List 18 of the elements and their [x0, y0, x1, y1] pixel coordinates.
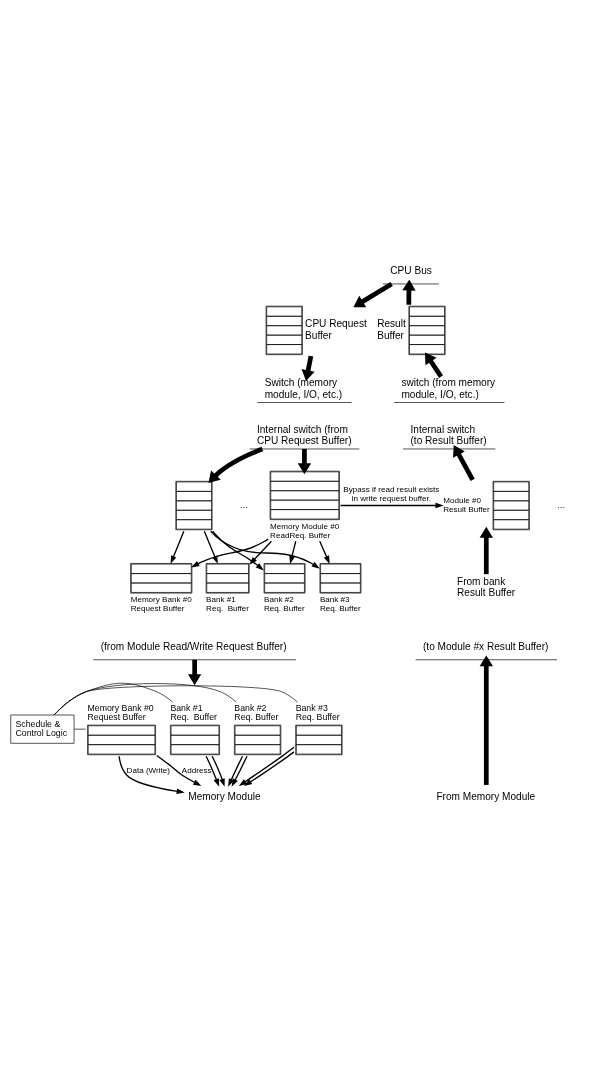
- node-text: CPU Bus: [390, 265, 432, 277]
- node-text: (to Module #x Result Buffer): [422, 641, 549, 653]
- node-label: Bank #1 Req. Buffer: [170, 702, 217, 722]
- node-label: CPU Request Buffer: [305, 318, 367, 341]
- node-text: From bank Result Buffer: [456, 576, 516, 599]
- node-text: switch (from memory module, I/O, etc.): [401, 377, 496, 400]
- node-text: From Memory Module: [436, 790, 536, 802]
- node-label: Bank #2 Req. Buffer: [234, 702, 279, 722]
- node-text: Memory Module: [188, 790, 261, 802]
- node-label: Result Buffer: [377, 318, 406, 341]
- label: …: [556, 499, 566, 510]
- label: …: [239, 499, 249, 510]
- node-text: Internal switch (to Result Buffer): [410, 423, 487, 447]
- node-text: Internal switch (from CPU Request Buffer): [256, 423, 352, 447]
- node-label: Bank #3 Req. Buffer: [295, 702, 340, 722]
- node-label: Memory Bank #0 Request Buffer: [87, 702, 154, 722]
- node-text: (from Module Read/Write Request Buffer): [100, 641, 287, 653]
- node-text: Switch (memory module, I/O, etc.): [264, 377, 343, 400]
